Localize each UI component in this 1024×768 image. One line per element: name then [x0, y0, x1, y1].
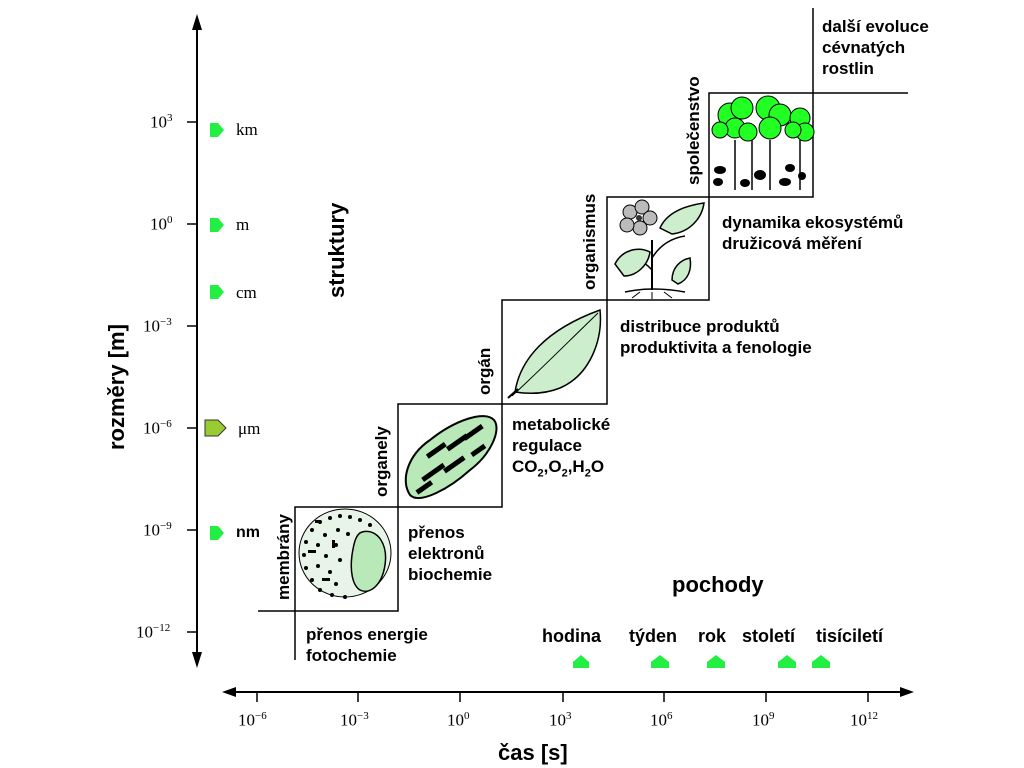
level-organism: organismus	[580, 193, 599, 290]
x-tick-1e6: 106	[650, 710, 673, 730]
process-organism: dynamika ekosystémů družicová měření	[722, 213, 904, 253]
membrane-illustration	[298, 508, 392, 599]
structures-title: struktury	[324, 202, 349, 298]
y-tick-1e-6: 10−6	[143, 418, 172, 438]
size-markers	[204, 123, 227, 540]
level-organ: orgán	[475, 347, 494, 395]
nm-marker	[210, 526, 224, 540]
cm-marker	[210, 285, 224, 299]
y-axis-arrow-bottom	[192, 652, 202, 668]
km-marker	[210, 123, 224, 137]
stoleti-marker	[778, 655, 796, 668]
y-axis-arrow-top	[192, 14, 202, 30]
y-tick-1e-3: 10−3	[143, 316, 172, 336]
level-membranes: membrány	[274, 514, 293, 600]
tyden-marker	[651, 655, 669, 668]
process-organ: distribuce produktů produktivita a fenol…	[620, 317, 812, 357]
processes-title: pochody	[672, 572, 764, 597]
box-organism	[606, 196, 710, 301]
x-tick-1e-6: 10−6	[238, 710, 267, 730]
x-axis-arrow-left	[222, 687, 236, 697]
plant-illustration	[614, 199, 705, 299]
level-community: společenstvo	[684, 76, 703, 185]
process-community: další evoluce cévnatých rostlin	[822, 17, 929, 78]
x-tick-1e0: 100	[447, 710, 470, 730]
box-organelles	[397, 403, 503, 508]
leaf-illustration	[507, 308, 602, 399]
m-marker	[210, 218, 224, 232]
y-tick-1e-12: 10−12	[136, 622, 171, 642]
organelle-illustration	[404, 415, 498, 499]
time-tisicileti: tisíciletí	[816, 626, 884, 646]
rok-marker	[707, 655, 725, 668]
time-hodina: hodina	[542, 626, 601, 646]
y-tick-1e0: 100	[150, 214, 173, 234]
x-axis-title: čas [s]	[498, 740, 568, 765]
y-tick-1e-9: 10−9	[143, 520, 172, 540]
box-organ	[501, 299, 608, 405]
um-marker	[204, 419, 227, 437]
trees-illustration	[711, 95, 815, 190]
x-tick-1e-3: 10−3	[340, 710, 369, 730]
x-tick-1e3: 103	[549, 710, 572, 730]
x-tick-1e12: 1012	[850, 710, 878, 730]
process-membranes: přenos elektronů biochemie	[408, 523, 493, 584]
time-tyden: týden	[629, 626, 678, 646]
box-membranes	[294, 506, 399, 612]
unit-nm: nm	[236, 524, 260, 541]
unit-um: μm	[238, 419, 261, 438]
unit-cm: cm	[236, 283, 257, 302]
time-stoleti: století	[742, 626, 796, 646]
process-bottom: přenos energie fotochemie	[306, 625, 428, 665]
y-axis-title: rozměry [m]	[104, 324, 129, 450]
unit-m: m	[236, 215, 250, 234]
x-tick-1e9: 109	[752, 710, 775, 730]
box-community	[708, 92, 814, 198]
y-tick-1e3: 103	[150, 112, 173, 132]
x-axis-arrow-right	[900, 687, 914, 697]
time-rok: rok	[698, 626, 727, 646]
unit-km: km	[236, 120, 258, 139]
time-markers	[573, 655, 830, 668]
level-organelles: organely	[372, 426, 391, 497]
tisicileti-marker	[812, 655, 830, 668]
process-organelles: metabolické regulace CO2,O2,H2O	[512, 415, 611, 480]
